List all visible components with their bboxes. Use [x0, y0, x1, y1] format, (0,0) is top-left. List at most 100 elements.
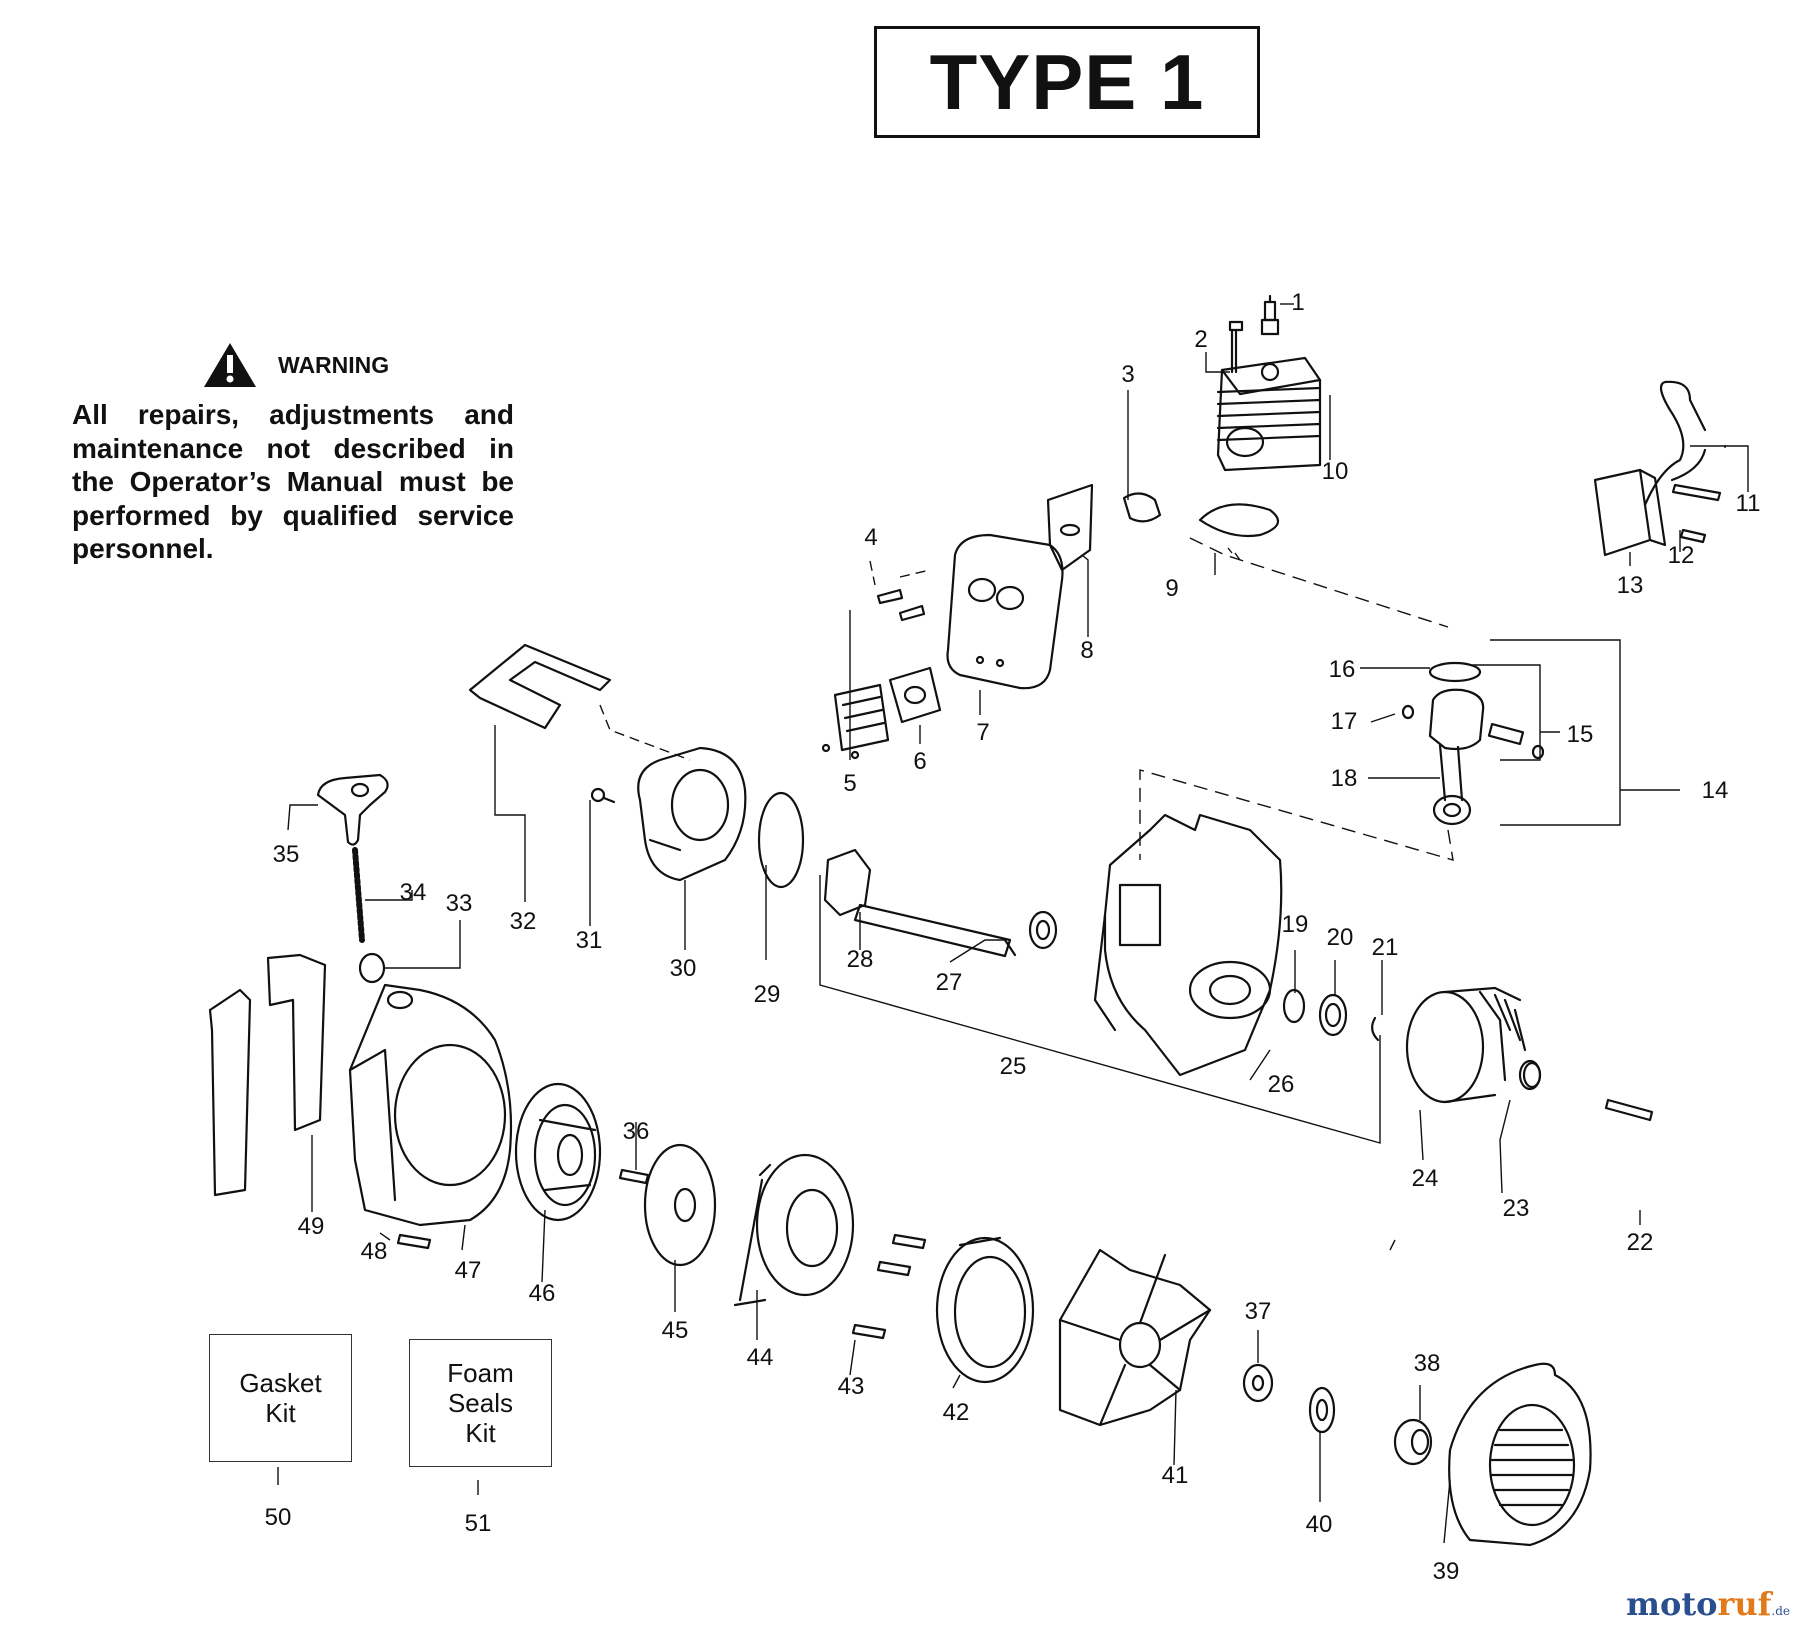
callout-18: 18 — [1330, 765, 1358, 792]
part-crankcase — [1093, 813, 1283, 1077]
callout-1: 1 — [1291, 289, 1305, 316]
callout-8: 8 — [1080, 637, 1094, 664]
part-impeller-nut — [1242, 1363, 1274, 1403]
watermark-part-c: .de — [1771, 1604, 1790, 1618]
part-spark-plug — [1260, 294, 1280, 336]
callout-3: 3 — [1121, 361, 1135, 388]
part-module-screws — [1671, 483, 1722, 544]
callout-27: 27 — [935, 969, 963, 996]
watermark-part-b: ruf — [1717, 1585, 1772, 1623]
part-starter-screw — [396, 1233, 432, 1250]
gasket-kit-box: Gasket Kit — [209, 1334, 352, 1462]
callout-20: 20 — [1326, 924, 1354, 951]
part-heat-shield — [1046, 483, 1094, 572]
warning-text: All repairs, adjustments and maintenance… — [72, 399, 514, 564]
callout-15: 15 — [1566, 721, 1594, 748]
part-foam-seal — [468, 643, 612, 730]
part-cylinder — [1216, 356, 1322, 472]
callout-42: 42 — [942, 1399, 970, 1426]
part-o-ring — [757, 791, 805, 889]
part-cylinder-bolt — [1228, 320, 1244, 374]
callout-9: 9 — [1165, 575, 1179, 602]
part-spacer — [1393, 1418, 1433, 1466]
callout-11: 11 — [1735, 490, 1761, 517]
callout-34: 34 — [399, 879, 427, 906]
diagram-title: TYPE 1 — [929, 37, 1205, 126]
callout-4: 4 — [864, 524, 878, 551]
leader-lines — [277, 303, 1749, 1544]
callout-16: 16 — [1328, 656, 1356, 683]
part-foam-pieces — [208, 953, 327, 1197]
callout-33: 33 — [445, 890, 473, 917]
callout-22: 22 — [1626, 1229, 1654, 1256]
part-impeller-washer — [1308, 1386, 1336, 1434]
watermark: motoruf.de — [1626, 1585, 1790, 1623]
warning-block: WARNING All repairs, adjustments and mai… — [72, 340, 514, 566]
part-starter-housing — [348, 983, 513, 1227]
part-housing-screws — [851, 1233, 927, 1340]
callout-10: 10 — [1321, 458, 1349, 485]
part-pulley-screw — [618, 1168, 650, 1185]
part-flywheel-washer — [1522, 1061, 1542, 1089]
callout-6: 6 — [913, 748, 927, 775]
part-shaft-key — [1604, 1098, 1654, 1122]
watermark-part-a: moto — [1626, 1585, 1718, 1623]
part-intake-housing — [590, 746, 747, 882]
callout-28: 28 — [846, 946, 874, 973]
part-muffler-gasket — [888, 666, 942, 724]
callout-14: 14 — [1701, 777, 1729, 804]
part-spark-arrestor — [821, 683, 890, 760]
part-ignition-module — [1593, 380, 1707, 557]
warning-icon — [204, 343, 256, 387]
callout-5: 5 — [843, 770, 857, 797]
callout-31: 31 — [575, 927, 603, 954]
callout-32: 32 — [509, 908, 537, 935]
callout-37: 37 — [1244, 1298, 1272, 1325]
part-impeller — [1058, 1248, 1212, 1427]
callout-21: 21 — [1371, 934, 1399, 961]
callout-23: 23 — [1502, 1195, 1530, 1222]
part-muffler-screws — [876, 588, 926, 622]
callout-29: 29 — [753, 981, 781, 1008]
callout-46: 46 — [528, 1280, 556, 1307]
callout-50: 50 — [264, 1504, 292, 1531]
callout-43: 43 — [837, 1373, 865, 1400]
callout-19: 19 — [1281, 911, 1309, 938]
part-intake-sleeve — [1122, 492, 1162, 523]
foam-seals-kit-box: Foam Seals Kit — [409, 1339, 552, 1467]
callout-41: 41 — [1161, 1462, 1189, 1489]
callout-44: 44 — [746, 1344, 774, 1371]
part-rope-grommet — [358, 952, 386, 984]
callout-45: 45 — [661, 1317, 689, 1344]
part-starter-cup — [733, 1153, 855, 1307]
part-blower-cover — [1448, 1362, 1592, 1547]
part-crank-bearing — [1028, 910, 1058, 950]
callout-49: 49 — [297, 1213, 325, 1240]
callout-51: 51 — [464, 1510, 492, 1537]
callout-25: 25 — [999, 1053, 1027, 1080]
part-base-gasket — [1198, 503, 1280, 538]
part-flywheel — [1405, 986, 1542, 1104]
callout-7: 7 — [976, 719, 990, 746]
callout-39: 39 — [1432, 1558, 1460, 1585]
part-fan-cover — [935, 1236, 1035, 1384]
callout-48: 48 — [360, 1238, 388, 1265]
warning-heading: WARNING — [278, 351, 390, 378]
title-box: TYPE 1 — [874, 26, 1260, 138]
callout-13: 13 — [1616, 572, 1644, 599]
part-starter-washer — [643, 1143, 717, 1267]
callout-12: 12 — [1667, 542, 1695, 569]
part-starter-handle — [316, 773, 389, 846]
callout-2: 2 — [1194, 326, 1208, 353]
callout-24: 24 — [1411, 1165, 1439, 1192]
callout-47: 47 — [454, 1257, 482, 1284]
part-crankshaft — [823, 848, 1017, 958]
warning-header: WARNING — [202, 340, 514, 390]
callout-30: 30 — [669, 955, 697, 982]
part-piston-kit — [1401, 661, 1545, 826]
part-washers — [1282, 988, 1380, 1042]
part-rope-pulley — [514, 1082, 602, 1222]
callout-38: 38 — [1413, 1350, 1441, 1377]
callout-36: 36 — [622, 1118, 650, 1145]
